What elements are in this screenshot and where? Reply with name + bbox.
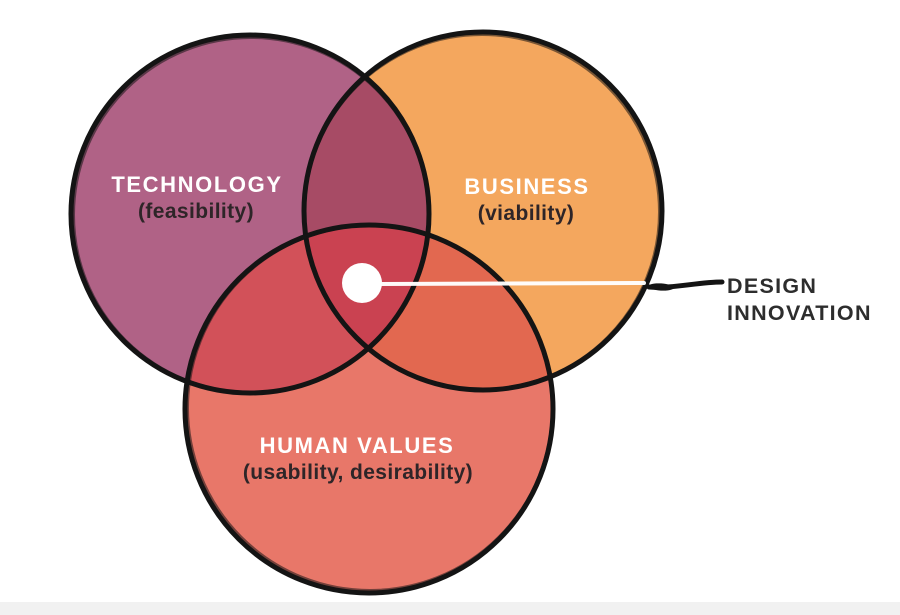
business-circle-outline xyxy=(301,29,665,393)
technology-circle-outline-detail xyxy=(73,37,429,393)
callout-black-line-blob xyxy=(648,283,674,291)
business-circle-outline-detail xyxy=(304,34,660,390)
human-values-circle-outline xyxy=(182,222,556,596)
business-sublabel: (viability) xyxy=(478,202,575,225)
callout-center-dot xyxy=(342,263,382,303)
design-innovation-label-line1: DESIGN xyxy=(727,274,817,298)
technology-circle-outline xyxy=(68,32,432,396)
human-values-circle-outline-detail xyxy=(187,225,553,591)
technology-label: TECHNOLOGY xyxy=(111,172,282,197)
human-values-label: HUMAN VALUES xyxy=(260,433,455,458)
callout-white-line xyxy=(366,281,646,286)
bottom-edge-band xyxy=(0,602,900,615)
human-values-sublabel: (usability, desirability) xyxy=(243,461,473,484)
business-label: BUSINESS xyxy=(464,174,589,199)
technology-sublabel: (feasibility) xyxy=(138,200,254,223)
design-innovation-label-line2: INNOVATION xyxy=(727,301,872,325)
